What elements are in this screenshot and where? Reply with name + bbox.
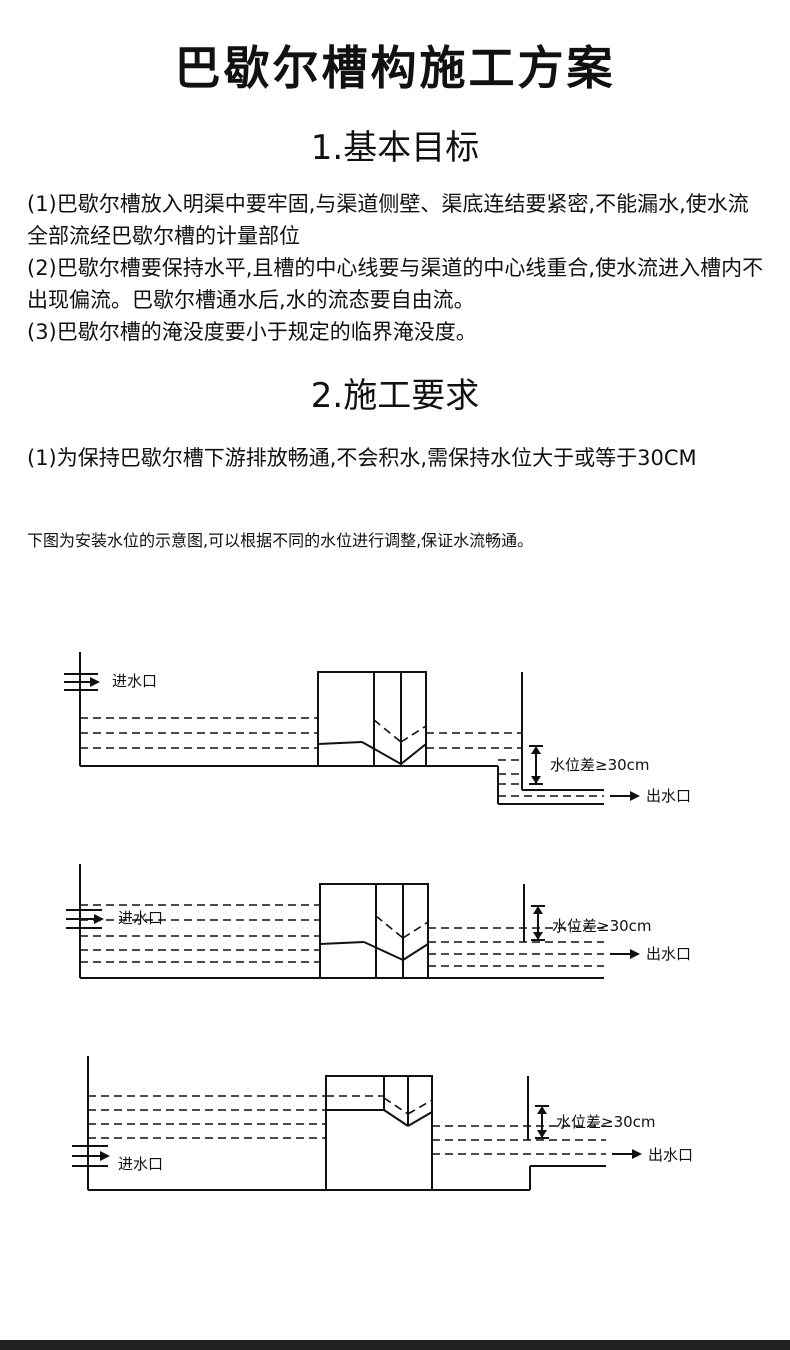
diagram-note: 下图为安装水位的示意图,可以根据不同的水位进行调整,保证水流畅通。 xyxy=(27,531,534,550)
section-basic-goals-body: (1)巴歇尔槽放入明渠中要牢固,与渠道侧壁、渠底连结要紧密,不能漏水,使水流全部… xyxy=(27,188,767,348)
bottom-divider-bar xyxy=(0,1340,790,1350)
outlet-label: 出水口 xyxy=(648,1146,693,1164)
outlet-label: 出水口 xyxy=(646,787,691,805)
diagram-case-2 xyxy=(66,864,640,979)
section-construction-requirements-body: (1)为保持巴歇尔槽下游排放畅通,不会积水,需保持水位大于或等于30CM xyxy=(27,442,767,474)
goal-item-1: (1)巴歇尔槽放入明渠中要牢固,与渠道侧壁、渠底连结要紧密,不能漏水,使水流全部… xyxy=(27,192,749,248)
diagram-case-1 xyxy=(64,652,640,805)
inlet-label: 进水口 xyxy=(112,672,157,690)
outlet-label: 出水口 xyxy=(646,945,691,963)
section-heading-construction-requirements: 2.施工要求 xyxy=(310,376,480,416)
water-level-diagram: 进水口 水位差≥30cm 出水口 xyxy=(64,652,693,1191)
goal-item-2: (2)巴歇尔槽要保持水平,且槽的中心线要与渠道的中心线重合,使水流进入槽内不出现… xyxy=(27,256,764,312)
section-heading-basic-goals: 1.基本目标 xyxy=(310,128,480,168)
level-diff-label: 水位差≥30cm xyxy=(552,917,652,935)
goal-item-3: (3)巴歇尔槽的淹没度要小于规定的临界淹没度。 xyxy=(27,320,477,344)
diagram-case-3 xyxy=(72,1056,642,1191)
page-title: 巴歇尔槽构施工方案 xyxy=(174,41,616,95)
requirement-item-1: (1)为保持巴歇尔槽下游排放畅通,不会积水,需保持水位大于或等于30CM xyxy=(27,446,697,470)
level-diff-label: 水位差≥30cm xyxy=(550,756,650,774)
inlet-label: 进水口 xyxy=(118,909,163,927)
inlet-label: 进水口 xyxy=(118,1155,163,1173)
level-diff-label: 水位差≥30cm xyxy=(556,1113,656,1131)
